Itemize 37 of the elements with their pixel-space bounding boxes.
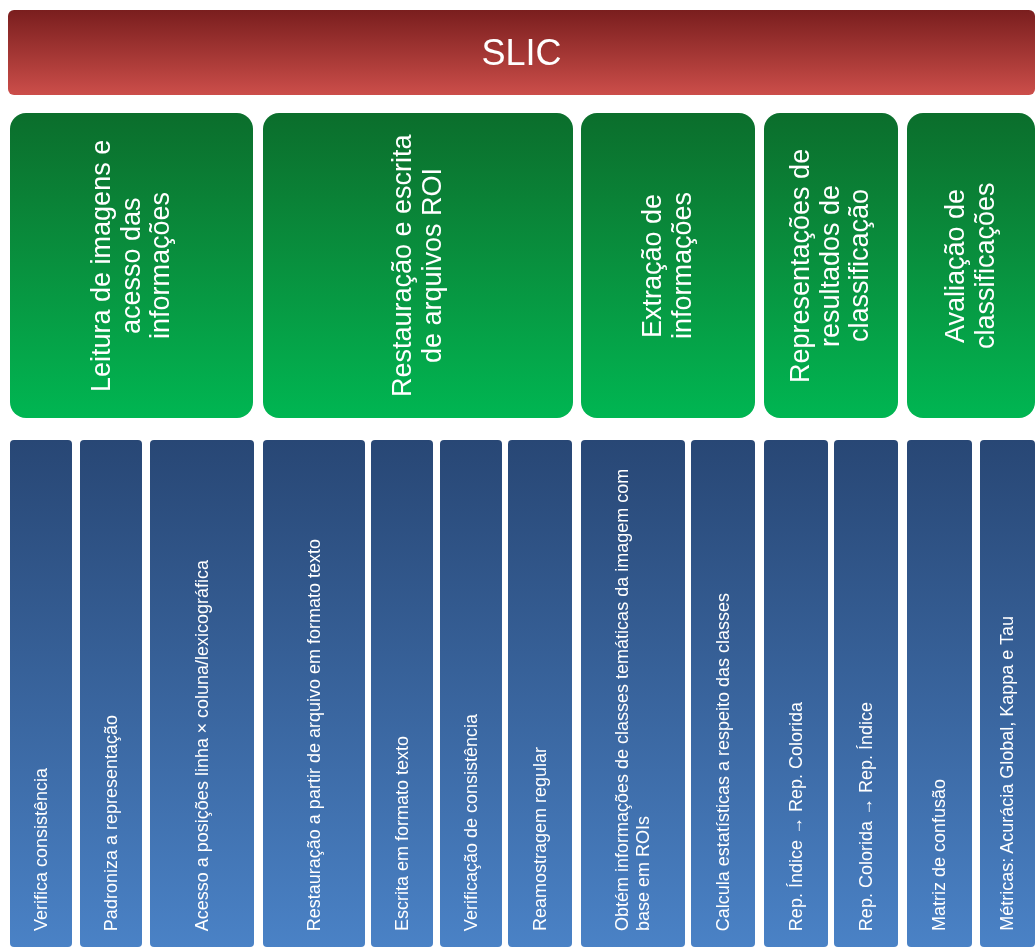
task-label: Restauração a partir de arquivo em formato texto	[303, 538, 325, 931]
task-bar	[10, 440, 72, 947]
task-bar	[834, 440, 898, 947]
task-label: Padroniza a representação	[100, 714, 122, 931]
task-label: Matriz de confusão	[929, 778, 950, 931]
task-bar	[581, 440, 685, 947]
category-header	[263, 113, 573, 418]
task-label: Acesso a posições linha×coluna/lexicográfica	[191, 559, 213, 931]
task-bar	[440, 440, 502, 947]
task-bar	[150, 440, 254, 947]
task-bar	[263, 440, 365, 947]
category-header	[10, 113, 253, 418]
task-bar	[980, 440, 1035, 947]
task-label: Rep. Índice → Rep. Colorida	[785, 701, 807, 931]
task-label: Calcula estatísticas a respeito das classes	[712, 592, 734, 931]
task-bar	[508, 440, 572, 947]
category-header	[581, 113, 755, 418]
category-header	[907, 113, 1035, 418]
task-label: Verificação de consistência	[460, 713, 482, 931]
task-bar	[764, 440, 828, 947]
task-label: Métricas: Acurácia Global, Kappa e Tau	[997, 616, 1018, 931]
category-label: Extração de informações	[638, 190, 698, 342]
category-header	[764, 113, 898, 418]
task-label: Obtém informações de classes temáticas da imagem com base em ROIs	[612, 467, 654, 931]
category-label: Restauração e escrita de arquivos ROI	[388, 133, 448, 399]
task-bar	[371, 440, 433, 947]
category-label: Leitura de imagens e acesso das informações	[86, 138, 177, 394]
task-label: Rep. Colorida → Rep. Índice	[855, 701, 877, 931]
task-bar	[907, 440, 972, 947]
title-bar	[8, 10, 1035, 95]
title-text: SLIC	[481, 30, 562, 75]
task-label: Reamostragem regular	[529, 746, 551, 931]
task-label: Verifica consistência	[30, 767, 52, 931]
task-bar	[691, 440, 755, 947]
task-bar	[80, 440, 142, 947]
category-label: Avaliação de classificações	[941, 181, 1001, 351]
task-label: Escrita em formato texto	[391, 735, 413, 931]
